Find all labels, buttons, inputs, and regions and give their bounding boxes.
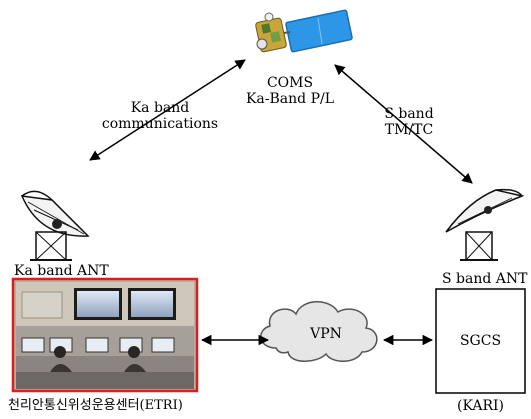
- etri-center-label: 천리안통신위성운용센터(ETRI): [8, 398, 183, 413]
- satellite-name: COMS: [266, 75, 314, 91]
- cloud-icon: [260, 301, 378, 362]
- sgcs-box: [435, 288, 526, 394]
- ka-link-arrow: [89, 59, 246, 161]
- s-link-label-line2: TM/TC: [384, 122, 434, 138]
- sgcs-label: SGCS: [459, 333, 502, 349]
- vpn-label: VPN: [310, 326, 342, 342]
- satellite-icon: [255, 9, 353, 53]
- kari-label: (KARI): [457, 398, 504, 414]
- s-link-label-line1: S band: [384, 106, 434, 122]
- operations-center-photo: [11, 277, 199, 393]
- satellite-payload: Ka-Band P/L: [245, 91, 335, 107]
- ka-dish-antenna-icon: [20, 190, 90, 261]
- ka-antenna-label: Ka band ANT: [14, 263, 109, 279]
- s-dish-antenna-icon: [445, 188, 525, 261]
- s-link-arrow: [334, 64, 473, 184]
- ka-link-label-line2: communications: [101, 116, 219, 132]
- ka-link-label-line1: Ka band: [130, 100, 190, 116]
- s-antenna-label: S band ANT: [442, 271, 528, 287]
